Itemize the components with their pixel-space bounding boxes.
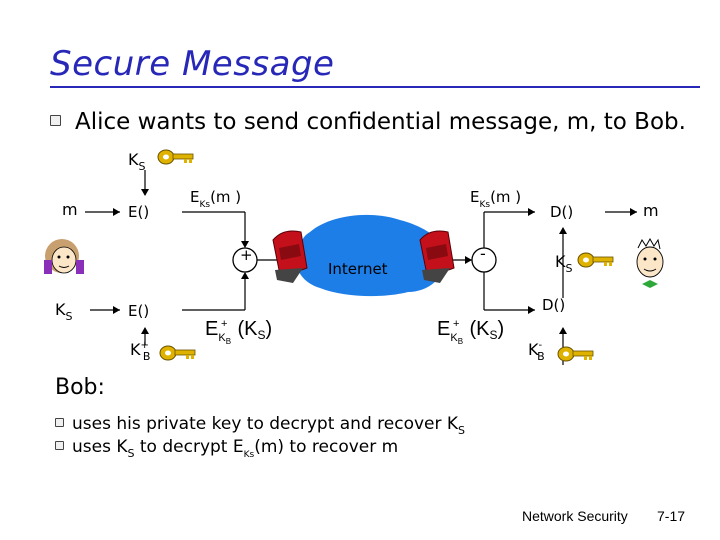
arrowhead <box>559 327 567 334</box>
minus-sign: - <box>480 244 486 263</box>
intro-text: Alice wants to send confidential message… <box>75 109 686 135</box>
bob-icon <box>636 237 664 288</box>
ks-label-top: KS <box>128 150 146 173</box>
key-icon <box>557 346 594 362</box>
router-icon <box>272 230 308 283</box>
m-left-label: m <box>62 200 78 219</box>
key-icon <box>157 149 194 165</box>
router-icon <box>419 230 455 283</box>
title-underline <box>50 86 700 88</box>
arrowhead <box>465 256 472 264</box>
page-title: Secure Message <box>50 44 335 84</box>
arrowhead <box>141 327 149 334</box>
internet-cloud <box>296 214 446 297</box>
eks-m-label-right: EKs(m ) <box>470 188 522 210</box>
internet-label: Internet <box>328 260 388 278</box>
arrowhead <box>528 306 535 314</box>
footer-course: Network Security <box>522 508 628 524</box>
bob-heading: Bob: <box>55 375 105 400</box>
decrypt-box-top: D() <box>550 203 574 221</box>
key-icon <box>577 252 614 268</box>
m-right-label: m <box>643 201 659 220</box>
kb-private-label: K-B <box>528 340 545 363</box>
eks-m-label-left: EKs(m ) <box>190 188 242 210</box>
ks-label-right: KS <box>555 252 573 275</box>
bullet-icon <box>55 440 64 450</box>
decrypt-box-bottom: D() <box>542 296 566 314</box>
arrowhead <box>113 306 120 314</box>
arrowhead <box>559 227 567 234</box>
arrowhead <box>141 189 149 196</box>
formula-right: EKB+(KS) <box>437 318 505 346</box>
ks-label-left: KS <box>55 300 73 323</box>
key-icon <box>159 345 196 361</box>
bullet-icon <box>50 115 61 126</box>
bob-bullet-2: uses KS to decrypt EKs(m) to recover m <box>55 437 398 460</box>
arrowhead <box>630 208 637 216</box>
plus-sign: + <box>240 246 253 264</box>
bullet-icon <box>55 417 64 427</box>
encrypt-box-bottom: E() <box>128 302 150 320</box>
alice-icon <box>44 239 84 274</box>
bob-bullet-1: uses his private key to decrypt and reco… <box>55 414 465 437</box>
arrowhead <box>113 208 120 216</box>
encrypt-box-top: E() <box>128 203 150 221</box>
arrowhead <box>241 241 249 248</box>
formula-left: EKB+(KS) <box>205 318 273 346</box>
arrowhead <box>241 272 249 279</box>
footer-page: 7-17 <box>657 508 686 524</box>
kb-public-label: K+B <box>130 340 151 363</box>
arrowhead <box>528 208 535 216</box>
intro-bullet: Alice wants to send confidential message… <box>50 109 686 135</box>
